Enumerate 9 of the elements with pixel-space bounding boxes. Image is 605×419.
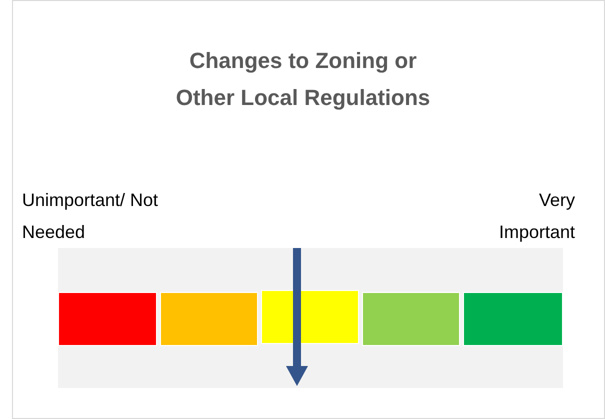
scale-segment [261, 290, 359, 344]
scale-segment [58, 292, 157, 346]
scale-band [58, 248, 563, 388]
scale-segment [463, 292, 563, 346]
scale-end-label: Very Important [498, 189, 575, 244]
chart-title: Changes to Zoning or Other Local Regulations [174, 47, 432, 112]
scale-segment [160, 292, 258, 346]
scale-segment [362, 292, 460, 346]
scale-end-label: Unimportant/ Not Needed [22, 189, 160, 244]
